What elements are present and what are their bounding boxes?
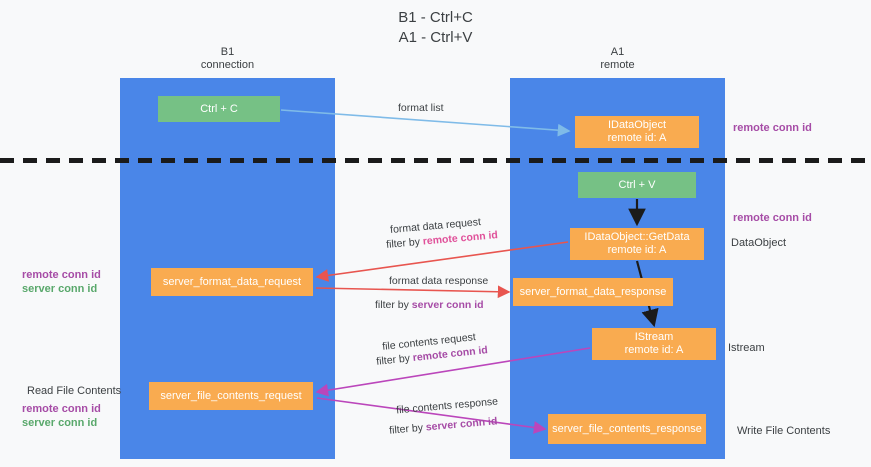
box-server-format-data-request[interactable]: server_format_data_request [151, 268, 313, 296]
annotation-left-remote-conn-id-1: remote conn id [22, 269, 101, 281]
page-title: B1 - Ctrl+C A1 - Ctrl+V [398, 9, 473, 46]
filter-prefix: filter by [375, 352, 414, 368]
filter-prefix: filter by [385, 235, 424, 251]
box-ctrl-v[interactable]: Ctrl + V [578, 172, 696, 198]
box-istream[interactable]: IStream remote id: A [592, 328, 716, 360]
box-server-file-contents-request[interactable]: server_file_contents_request [149, 382, 313, 410]
box-server-file-contents-response[interactable]: server_file_contents_response [548, 414, 706, 444]
box-idataobject[interactable]: IDataObject remote id: A [575, 116, 699, 148]
annotation-remote-conn-id-top: remote conn id [733, 122, 812, 134]
annotation-left-server-conn-id-1: server conn id [22, 283, 98, 295]
arrow-label-file-contents-response-filter: filter by server conn id [389, 414, 498, 437]
filter-prefix: filter by [375, 299, 412, 311]
annotation-write-file-contents: Write File Contents [737, 425, 831, 437]
annotation-left-remote-conn-id-2: remote conn id [22, 403, 101, 415]
phase-divider [0, 158, 871, 163]
annotation-dataobject: DataObject [731, 237, 787, 249]
annotation-read-file-contents: Read File Contents [27, 385, 122, 397]
filter-prefix: filter by [388, 421, 427, 437]
arrow-label-format-data-response-filter: filter by server conn id [375, 298, 484, 312]
swimlane-header-a1: A1 remote [600, 46, 635, 71]
filter-key: server conn id [411, 299, 484, 311]
box-server-format-data-response[interactable]: server_format_data_response [513, 278, 673, 306]
box-ctrl-c[interactable]: Ctrl + C [158, 96, 280, 122]
arrow-label-format-data-response: format data response [389, 275, 489, 287]
box-idataobject-getdata[interactable]: IDataObject::GetData remote id: A [570, 228, 704, 260]
filter-key: server conn id [425, 415, 498, 434]
annotation-left-server-conn-id-2: server conn id [22, 417, 98, 429]
arrow-format-data-response [315, 285, 511, 299]
annotation-remote-conn-id-mid: remote conn id [733, 212, 812, 224]
annotation-istream: Istream [728, 342, 765, 354]
swimlane-header-b1: B1 connection [200, 46, 255, 71]
arrow-label-file-contents-response: file contents response [395, 395, 499, 417]
arrow-label-format-list: format list [398, 102, 444, 114]
